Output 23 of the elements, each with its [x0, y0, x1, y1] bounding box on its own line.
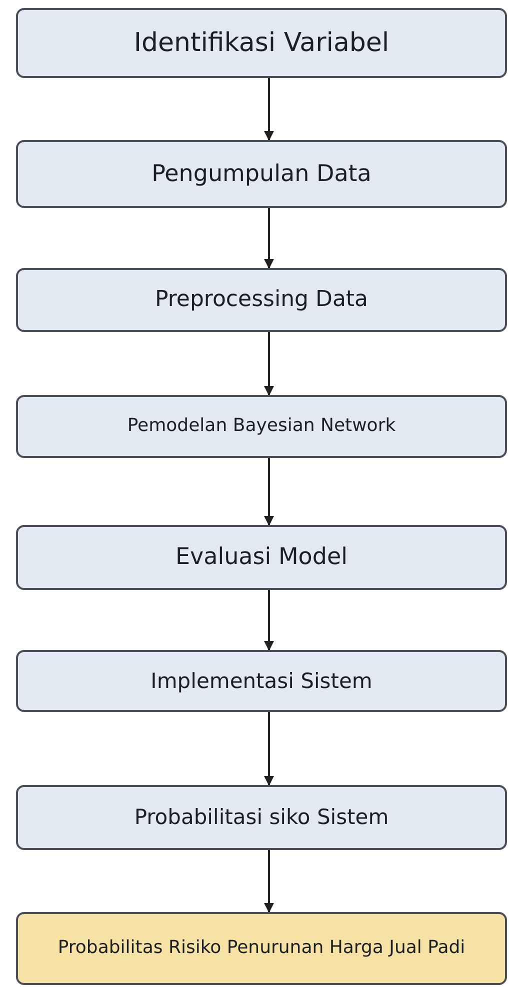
arrow: [264, 332, 274, 396]
process-box: [16, 395, 507, 458]
box-label: Preprocessing Data: [154, 286, 368, 314]
box-label: Probabilitasi siko Sistem: [134, 804, 389, 831]
box-label: Probabilitas Risiko Penurunan Harga Jual Padi: [58, 937, 466, 960]
arrow: [264, 850, 274, 913]
process-box: [16, 525, 507, 590]
process-box: [16, 785, 507, 850]
box-label: Pemodelan Bayesian Network: [127, 415, 396, 438]
arrow: [264, 78, 274, 141]
box-label: Pengumpulan Data: [152, 160, 372, 188]
process-box: [16, 140, 507, 208]
arrow: [264, 458, 274, 526]
arrow: [264, 712, 274, 786]
box-label: Evaluasi Model: [175, 543, 348, 572]
process-box: [16, 650, 507, 712]
process-box: [16, 8, 507, 78]
process-box: [16, 912, 507, 985]
arrow: [264, 208, 274, 269]
box-label: Implementasi Sistem: [150, 668, 372, 694]
box-label: Identifikasi Variabel: [134, 26, 390, 60]
arrow: [264, 590, 274, 651]
process-box: [16, 268, 507, 332]
